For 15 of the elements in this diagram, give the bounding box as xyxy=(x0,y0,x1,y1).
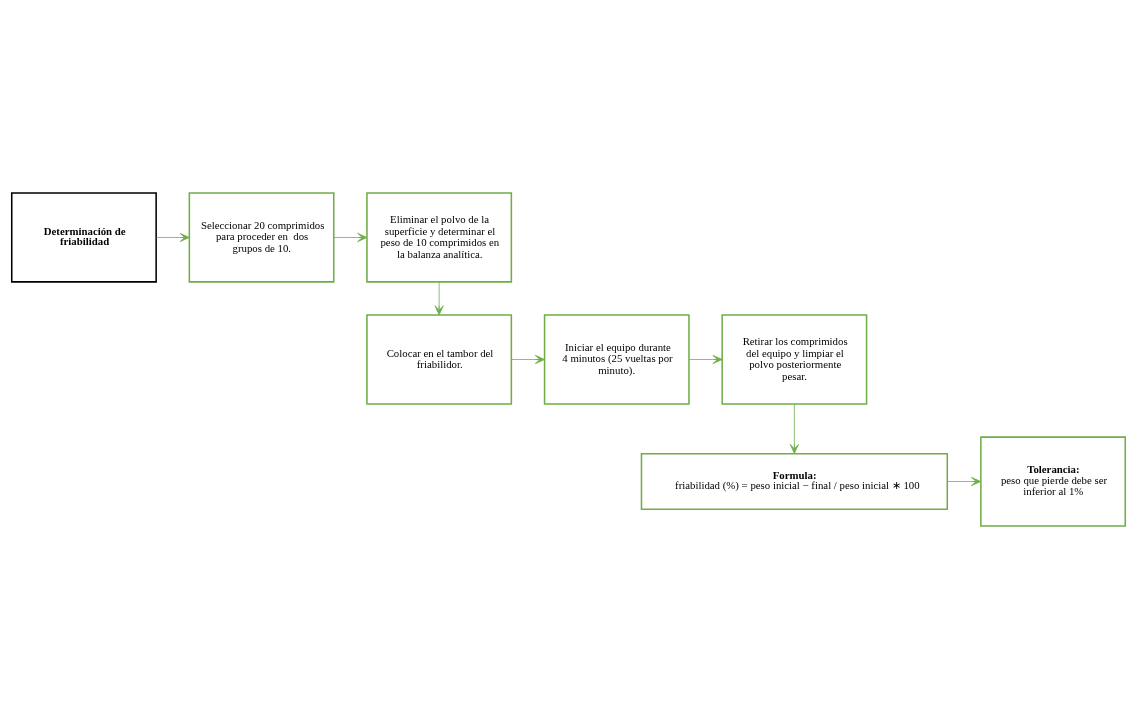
arrow xyxy=(511,354,545,364)
node-box: Eliminar el polvo de la superficie y determinar el peso de 10 comprimidos en la balanza analítica. xyxy=(366,191,513,283)
arrow xyxy=(156,232,190,242)
node-box: Iniciar el equipo durante 4 minutos (25 vueltas por minuto). xyxy=(543,313,690,405)
node-box: Tolerancia: peso que pierde debe ser inferior al 1% xyxy=(980,435,1127,527)
arrow xyxy=(688,354,723,364)
node-box: Determinación de friabilidad xyxy=(10,191,157,283)
arrow xyxy=(947,476,982,486)
arrow xyxy=(789,403,799,454)
node-box: Retirar los comprimidos del equipo y limpiar el polvo posteriormente pesar. xyxy=(721,313,868,405)
node-box: Colocar en el tambor del friabilidor. xyxy=(366,313,513,405)
arrow xyxy=(333,232,368,242)
arrow xyxy=(434,281,444,315)
node-box: Seleccionar 20 comprimidos para proceder en dos grupos de 10. xyxy=(188,191,335,283)
node-box: Formula: friabilidad (%) = peso inicial − final / peso inicial ∗ 100 xyxy=(640,452,949,510)
